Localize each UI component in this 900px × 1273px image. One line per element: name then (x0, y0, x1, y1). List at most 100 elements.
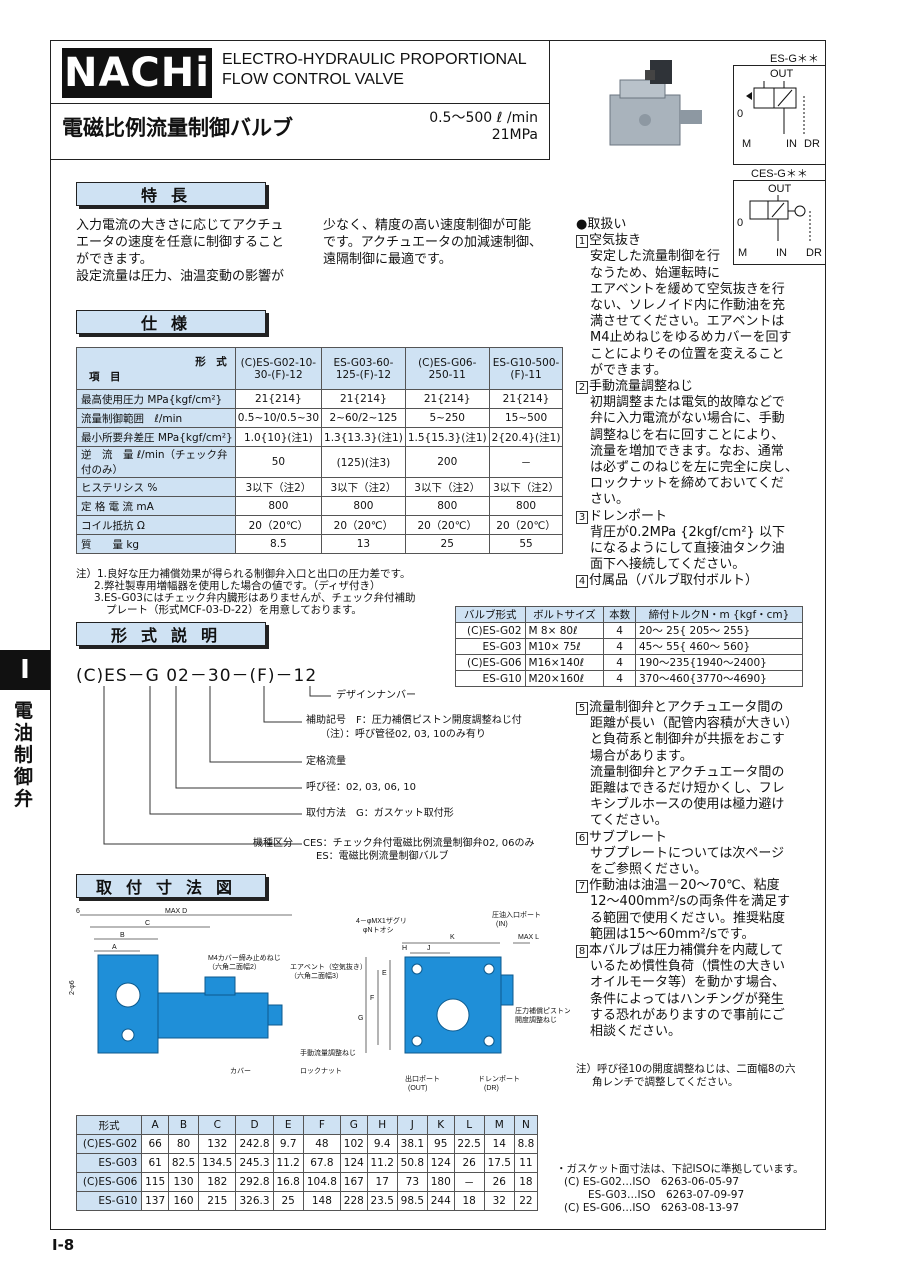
dim-label-in: (IN) (496, 921, 508, 928)
es-in-label: IN (786, 138, 797, 150)
spec-cell: 25 (404, 534, 490, 554)
dim-model-cell: (C)ES-G06 (75, 1172, 143, 1192)
dim-cell: 26 (453, 1153, 485, 1173)
spec-cell: 1.3{13.3}(注1) (321, 427, 406, 447)
nachi-logo: NACHi (62, 48, 212, 98)
handling-line: キシブルホースの使用は極力避け (590, 797, 785, 813)
dim-label-g: G (358, 1015, 363, 1022)
dim-col-header: E (272, 1115, 304, 1135)
spec-cell: 800 (488, 496, 564, 516)
dim-cell: 167 (340, 1172, 368, 1192)
dim-cell: 67.8 (302, 1153, 342, 1173)
valve-photo (609, 60, 702, 146)
es-symbol-box: OUT 0 M IN DR (733, 65, 826, 165)
model-design: デザインナンバー (336, 690, 416, 701)
handling-line: 弁に入力電流がない場合に、手動 (590, 411, 785, 427)
item-title: 流量制御弁とアクチュエータ間の (589, 700, 784, 715)
dim-label-six: 6 (76, 908, 80, 915)
hdr-item: 項 目 (89, 370, 121, 383)
model-aux: 補助記号 F：圧力補償ピストン開度調整ねじ付 (306, 715, 522, 726)
spec-cell: 21{214} (488, 389, 564, 409)
ces-symbol-box: OUT 0 M IN DR (733, 180, 826, 265)
page-frame (50, 40, 826, 1230)
handling-line: いるため慣性負荷（慣性の大きい (590, 959, 786, 975)
dim-cell: 23.5 (366, 1191, 398, 1211)
spec-cell: 20（20℃） (234, 515, 323, 535)
spec-row-label: 質 量 kg (76, 534, 236, 554)
dim-label-out: (OUT) (408, 1085, 427, 1092)
gasket-line: (C) ES-G02…ISO 6263-06-05-97 (564, 1176, 740, 1188)
es-hydraulic-symbol (746, 81, 805, 134)
dim-cell: 137 (141, 1191, 169, 1211)
bolt-cell: 45～ 55{ 460～ 560} (634, 638, 804, 655)
gasket-line: (C) ES-G06…ISO 6263-08-13-97 (564, 1202, 740, 1214)
handling-item-1-body: 安定した流量制御を行なうため、始運転時にエアベントを緩めて空気抜きを行ない、ソレ… (576, 249, 816, 379)
spec-col-header: ES-G03-60-125-(F)-12 (321, 347, 406, 390)
dim-cell: 16.8 (272, 1172, 304, 1192)
ces-in-label: IN (776, 247, 787, 259)
handling-note-line: 注）呼び径10の開度調整ねじは、二面幅8の六 (576, 1063, 796, 1075)
dim-cell: 124 (426, 1153, 455, 1173)
item-number: 2 (576, 381, 588, 395)
handling-line: 背圧が0.2MPa {2kgf/cm²} 以下 (590, 524, 785, 540)
es-dr-label: DR (804, 138, 820, 150)
item-number: 1 (576, 235, 588, 249)
spec-cell: 21{214} (404, 389, 490, 409)
header-box (50, 40, 550, 160)
item-title: 本バルブは圧力補償弁を内蔵して (589, 943, 784, 959)
features-line: 設定流量は圧力、油温変動の影響が (76, 269, 285, 284)
spec-header-cell: 形 式 項 目 (76, 347, 236, 390)
spec-row-label: ヒステリシス % (76, 477, 236, 497)
handling-line: 面下へ接続してください。 (590, 557, 746, 573)
handling-line: 条件によってはハンチングが発生 (590, 991, 784, 1007)
features-line: 遠隔制御に最適です。 (323, 252, 452, 267)
dim-label-air: エアベント（空気抜き） (290, 962, 367, 971)
bolt-cell: 190～235{1940～2400} (634, 654, 804, 671)
handling-line: ができます。 (590, 362, 667, 378)
dim-label-outport: 出口ポート (405, 1074, 440, 1083)
dim-label-e: E (382, 970, 387, 977)
spec-cell: (125)(注3) (321, 446, 406, 478)
dim-cell: 9.7 (272, 1134, 304, 1154)
dim-cell: 160 (167, 1191, 200, 1211)
handling-line: になるようにして直接油タンク油 (590, 541, 785, 557)
dim-cell: 18 (453, 1191, 485, 1211)
handling-item-8-body: いるため慣性負荷（慣性の大きいオイルモータ等）を動かす場合、条件によってはハンチ… (576, 959, 816, 1040)
spec-col-header: ES-G10-500-(F)-11 (488, 347, 564, 390)
model-type1: 機種区分 CES：チェック弁付電磁比例流量制御弁02, 06のみ (253, 838, 535, 849)
title-line-2: FLOW CONTROL VALVE (222, 71, 404, 88)
spec-cell: － (488, 446, 564, 478)
bolt-cell: ES-G10 (455, 670, 526, 687)
dim-label-cover: カバー (230, 1067, 251, 1075)
dim-cell: 104.8 (302, 1172, 342, 1192)
bolt-cell: (C)ES-G02 (455, 622, 526, 639)
dim-cell: 25 (272, 1191, 304, 1211)
dim-cell: 244 (426, 1191, 455, 1211)
dim-cell: 326.3 (235, 1191, 274, 1211)
spec-cell: 20（20℃） (321, 515, 406, 535)
dim-label-holes2: φNトオシ (363, 926, 394, 934)
es-out-label: OUT (770, 68, 794, 80)
dim-label-m4: M4カバー締み止めねじ (208, 953, 281, 962)
dim-cell: 22.5 (453, 1134, 485, 1154)
model-mount: 取付方法 G：ガスケット取付形 (306, 808, 454, 819)
handling-item-5-body: 距離が長い（配管内容積が大きい）と負荷系と制御弁が共振をおこす場合があります。流… (576, 716, 816, 829)
bolt-col-header: ボルトサイズ (524, 606, 605, 623)
item-number: 7 (576, 880, 588, 894)
spec-cell: 1.5{15.3}(注1) (404, 427, 490, 447)
model-heading: 形式説明 (76, 622, 266, 646)
dim-col-header: L (453, 1115, 485, 1135)
dim-cell: 148 (302, 1191, 342, 1211)
spec-cell: 800 (234, 496, 323, 516)
handling-note-line: 角レンチで調整してください。 (592, 1076, 739, 1088)
